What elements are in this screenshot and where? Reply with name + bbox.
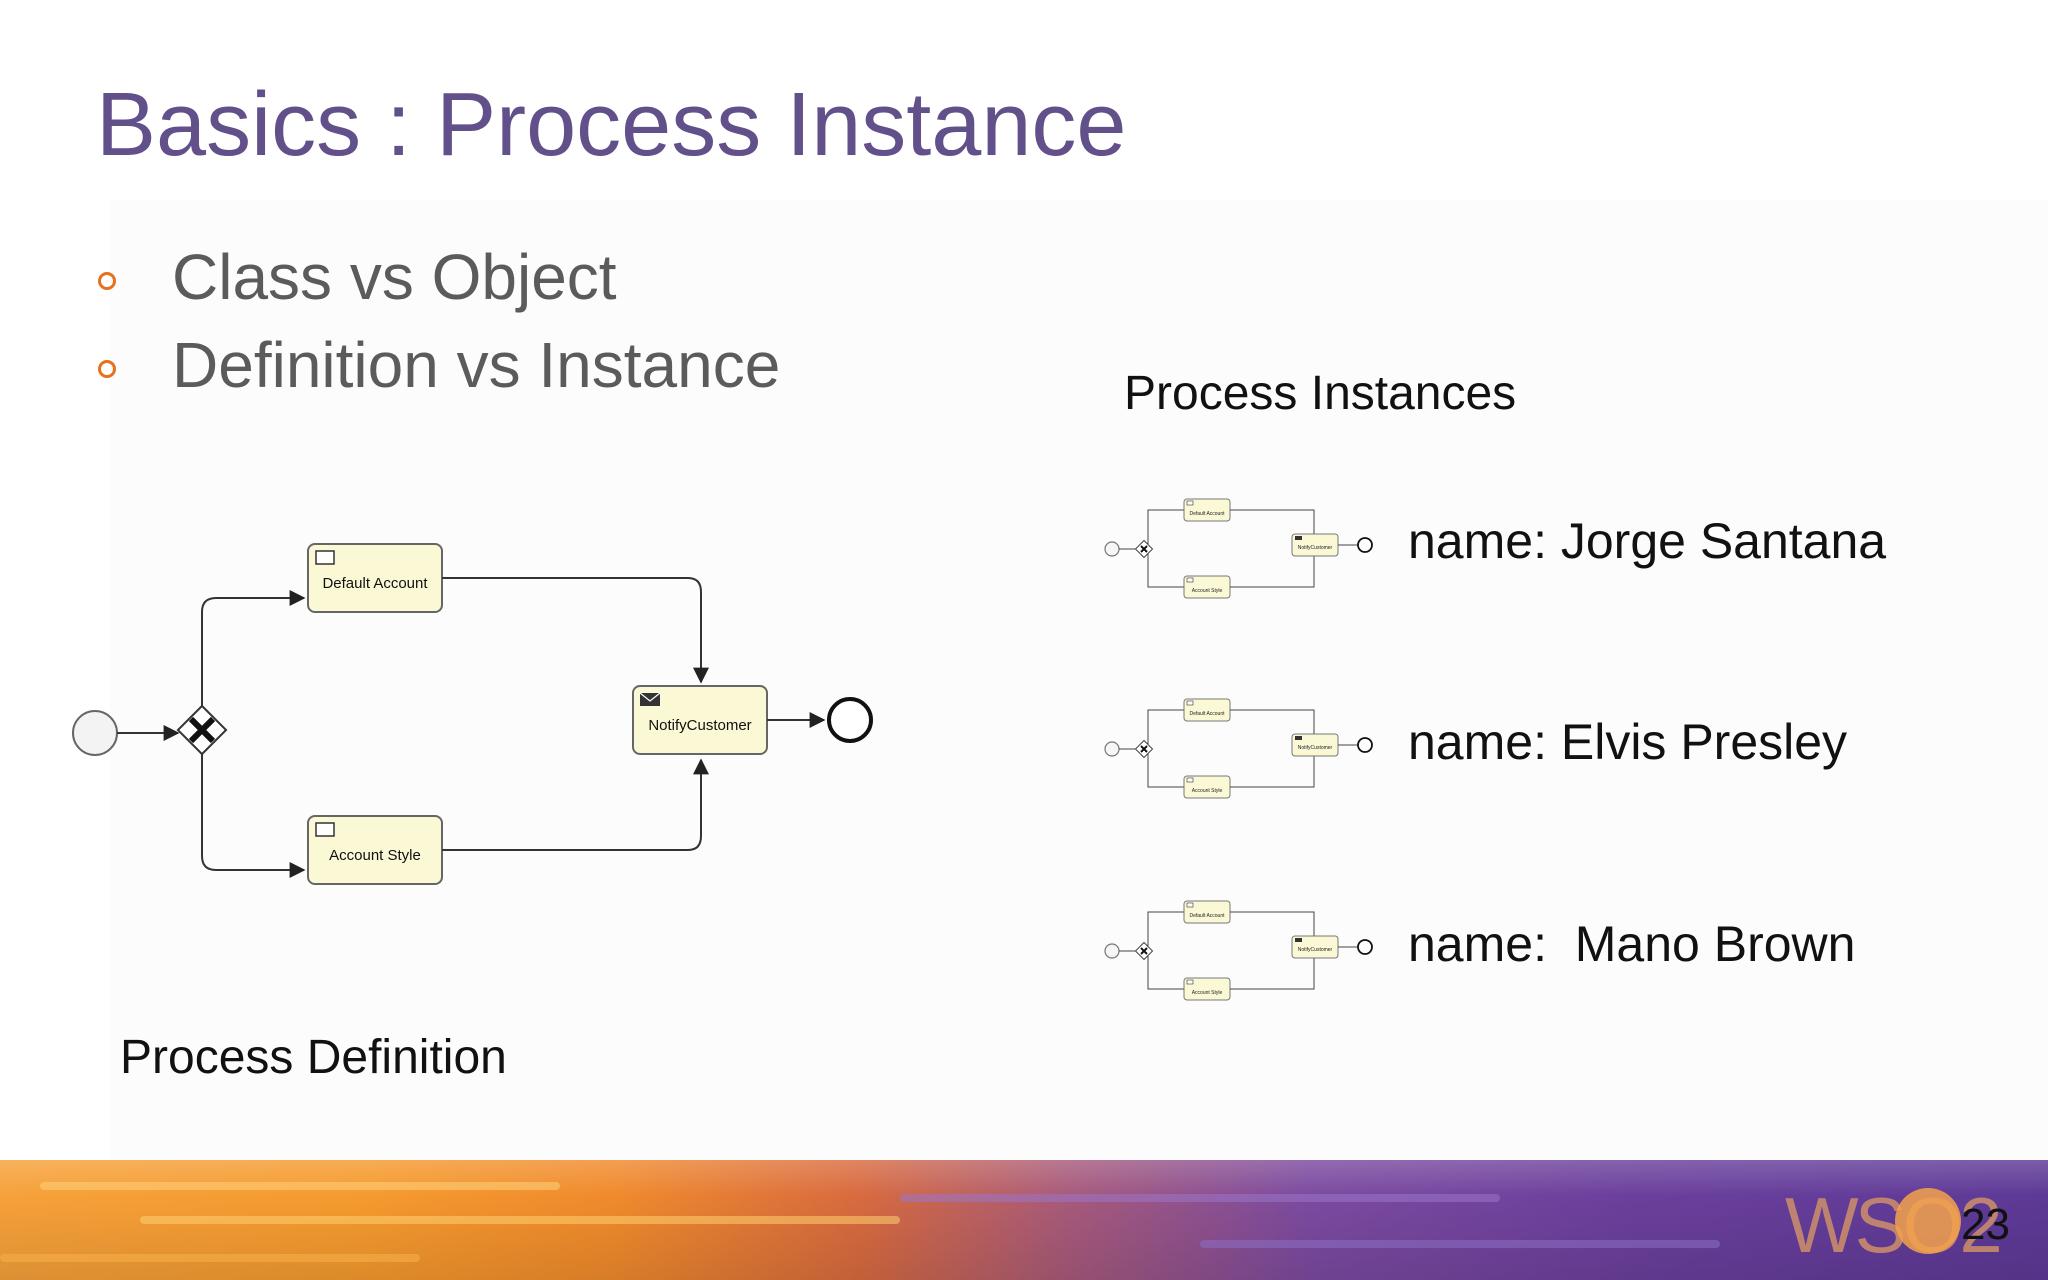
process-instance-diagram [1104, 900, 1373, 1001]
process-instance-diagram [1104, 698, 1373, 799]
task-account-style: Account Style [307, 815, 443, 885]
wso2-logo-mark-icon [1895, 1188, 1961, 1254]
instance-name: name: Elvis Presley [1408, 714, 1848, 770]
task-label: Default Account [322, 575, 428, 592]
instance-name: name: Jorge Santana [1408, 513, 1887, 569]
task-label: Account Style [329, 847, 421, 864]
bullet-circle-icon [98, 272, 116, 290]
bullet-text: Class vs Object [172, 241, 617, 313]
slide-number: 23 [1961, 1200, 2010, 1249]
slide-title: Basics : Process Instance [96, 75, 1127, 175]
svg-text:NotifyCustomer: NotifyCustomer [1298, 545, 1333, 551]
wso2-logo: WSO2 [1785, 1181, 2003, 1269]
end-event-icon [827, 697, 873, 743]
process-definition-label: Process Definition [120, 1031, 507, 1084]
bullet-circle-icon [98, 360, 116, 378]
footer-banner [0, 1160, 2048, 1280]
bullet-text: Definition vs Instance [172, 329, 781, 401]
svg-text:Default Account: Default Account [1189, 511, 1225, 517]
svg-text:Account Style: Account Style [1192, 588, 1223, 594]
start-event-icon [72, 710, 118, 756]
task-notify-customer: NotifyCustomer [632, 685, 768, 755]
content-background [110, 200, 2048, 1160]
process-definition-diagram: Default Account Account Style NotifyCust… [72, 543, 873, 885]
process-instance-diagram: Default Account Account Style NotifyCust… [1104, 498, 1373, 599]
task-default-account: Default Account [307, 543, 443, 613]
process-instances-label: Process Instances [1124, 367, 1517, 420]
instance-name: name: Mano Brown [1408, 916, 1856, 972]
exclusive-gateway-icon [176, 704, 228, 756]
task-label: NotifyCustomer [648, 717, 751, 734]
